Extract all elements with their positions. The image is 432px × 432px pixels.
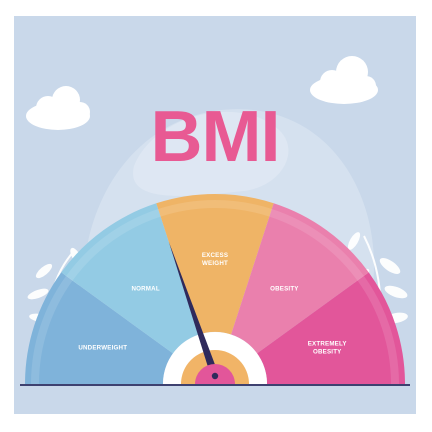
gauge-segment-normal [61, 203, 199, 354]
gauge-label-line: NORMAL [131, 286, 159, 293]
gauge-segment-obesity [231, 203, 369, 354]
gauge-segment-highlight [66, 209, 161, 281]
gauge-segment-highlight [357, 275, 399, 385]
gauge-label-line: OBESITY [270, 286, 299, 293]
gauge-label-line: EXCESS [202, 252, 228, 259]
gauge-needle [168, 241, 219, 378]
gauge-label-normal: NORMAL [131, 286, 159, 293]
page-title: BMI [151, 97, 280, 177]
gauge-segment-highlight [158, 200, 272, 217]
gauge-segment-excess [156, 194, 274, 335]
background-blob [133, 111, 289, 196]
baseline [20, 384, 410, 386]
cloud-icon [310, 56, 378, 104]
cloud-icon [26, 86, 90, 130]
gauge-label-line: UNDERWEIGHT [78, 345, 127, 352]
gauge-needle-pin [211, 372, 219, 380]
gauge-segment-extreme [257, 272, 405, 384]
gauge-label-underweight: UNDERWEIGHT [78, 345, 127, 352]
gauge-label-line: WEIGHT [202, 260, 228, 267]
gauge-label-obesity: OBESITY [270, 286, 299, 293]
gauge-segment-highlight [31, 275, 73, 385]
gauge-label-line: OBESITY [313, 349, 342, 356]
gauge-segment-underweight [25, 272, 173, 384]
gauge-segment-highlight [269, 209, 364, 281]
gauge-label-line: EXTREMELY [308, 341, 348, 348]
